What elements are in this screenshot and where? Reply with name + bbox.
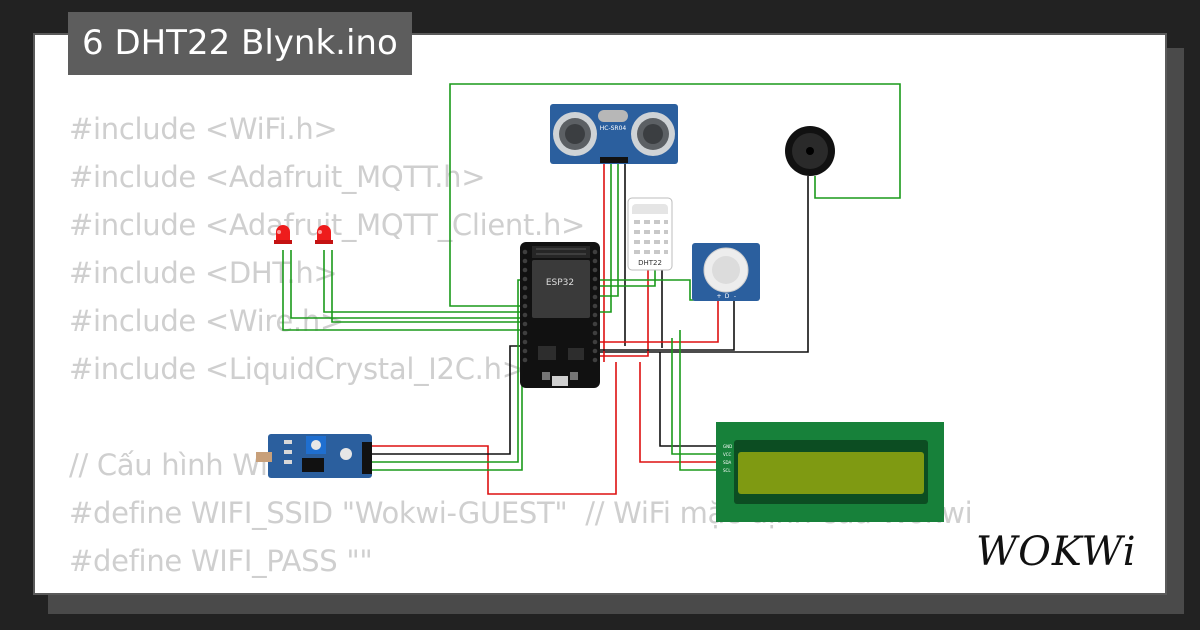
lcd-pin-label: SCL [723,468,731,473]
project-title: 6 DHT22 Blynk.ino [68,12,412,75]
code-line: #include <Adafruit_MQTT_Client.h> [69,208,586,242]
lcd-pin-label: GND [723,444,732,449]
pir-sensor[interactable]: + D - [692,243,760,301]
code-line: #include <WiFi.h> [69,112,338,146]
wokwi-logo: WOKWi [976,529,1137,575]
code-preview: #include <WiFi.h> #include <Adafruit_MQT… [69,105,973,585]
lcd-pin-label: SDA [723,460,732,465]
lcd-pin-label: VCC [723,452,732,457]
esp32-board[interactable]: ESP32 [520,242,600,388]
dht22-sensor[interactable]: DHT22 [627,197,673,271]
code-line: #include <DHT.h> [69,256,338,290]
code-line: #include <Adafruit_MQTT.h> [69,160,486,194]
pir-pin-label: D [725,293,730,300]
wokwi-logo-text: WOKWi [976,529,1137,575]
code-line: #define WIFI_PASS "" [69,544,373,578]
ultrasonic-sensor[interactable]: HC-SR04 [550,104,678,164]
ldr-sensor-module[interactable] [256,434,372,478]
pir-pin-label: - [734,293,736,300]
code-line: #include <LiquidCrystal_I2C.h> [69,352,526,386]
buzzer[interactable] [785,126,835,176]
led-red-1[interactable] [274,225,292,244]
ultrasonic-label: HC-SR04 [600,125,627,132]
mcu-label: ESP32 [546,278,574,288]
pir-pin-label: + [716,293,721,300]
led-red-2[interactable] [315,225,333,244]
code-line: #include <Wire.h> [69,304,344,338]
lcd-display[interactable]: GND VCC SDA SCL [716,422,944,522]
dht-label: DHT22 [638,259,662,267]
